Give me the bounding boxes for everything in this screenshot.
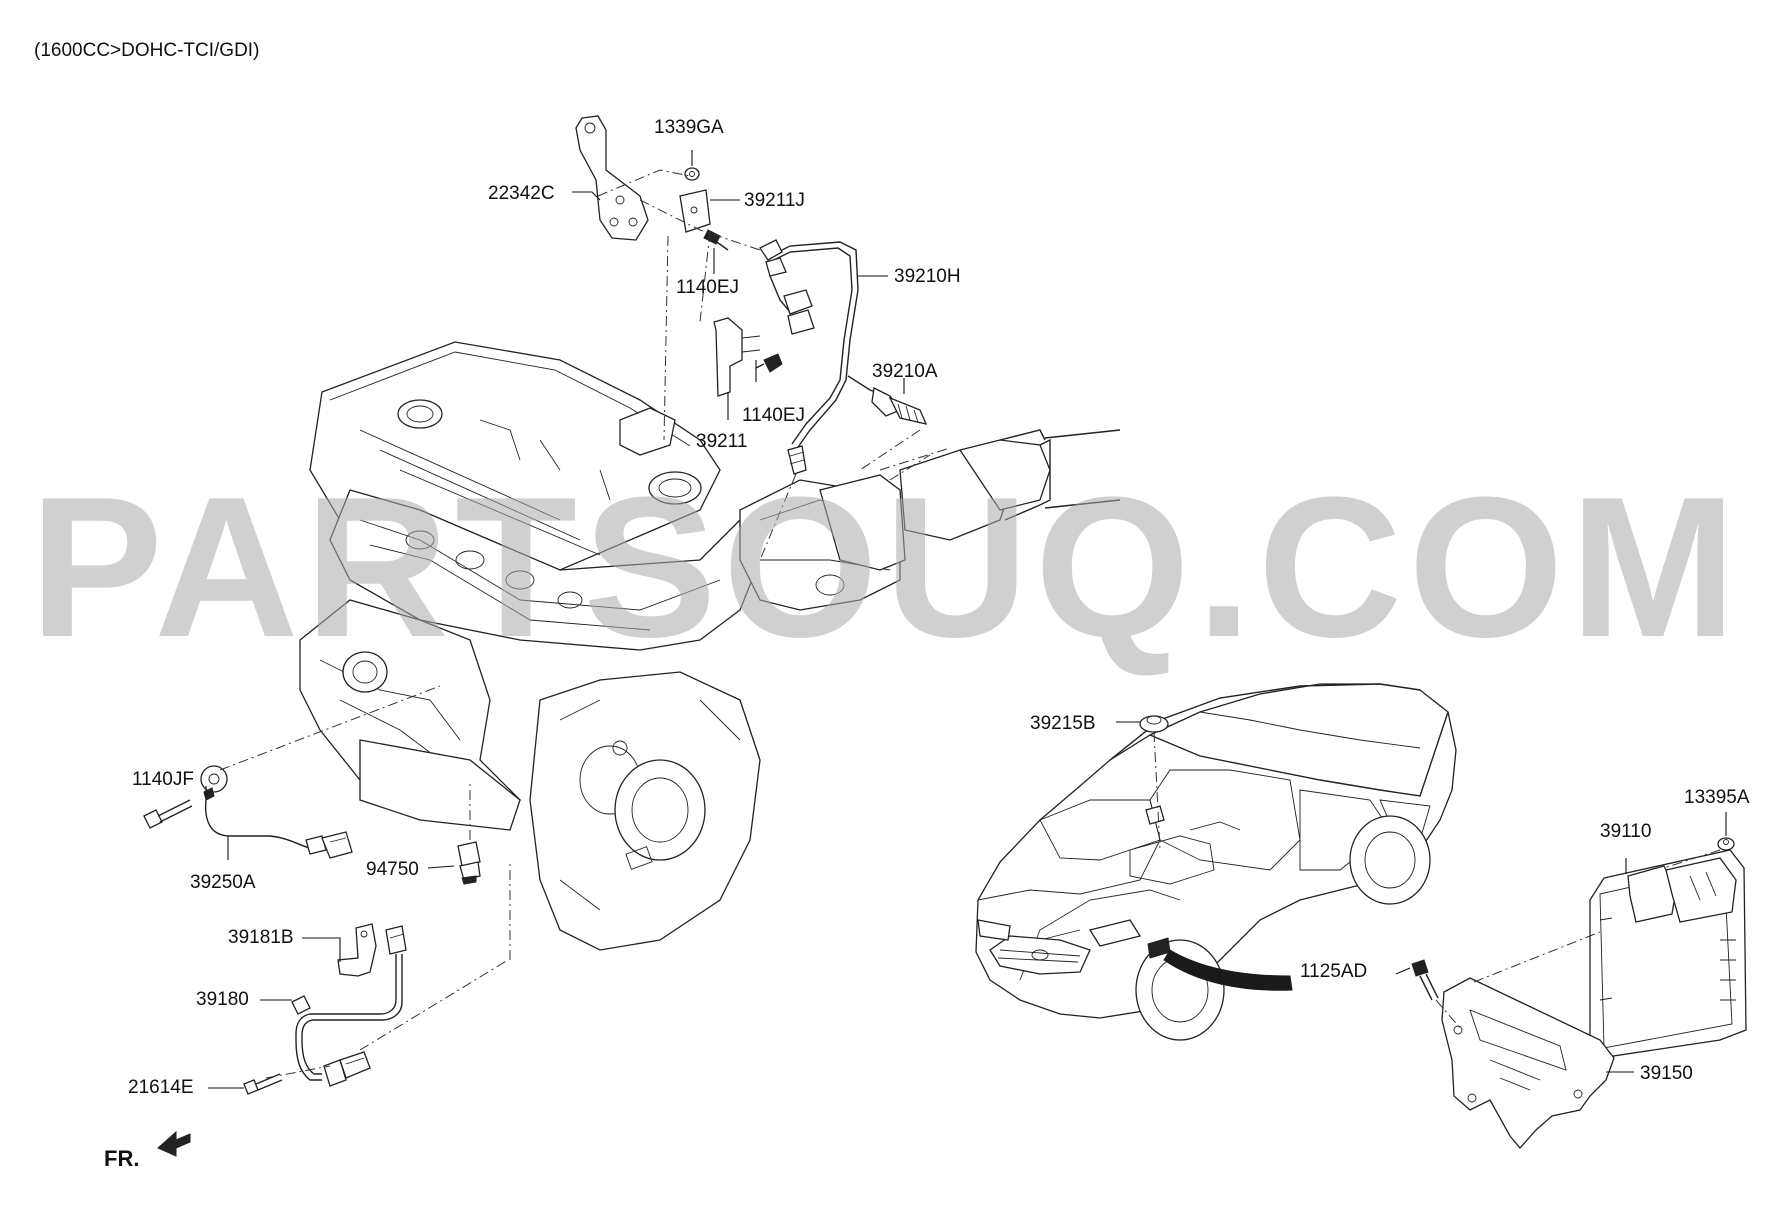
engine-assembly xyxy=(299,341,1121,951)
part-label-1140JF: 1140JF xyxy=(132,769,194,790)
part-label-1140EJ-upper: 1140EJ xyxy=(676,277,740,298)
part-label-39210H: 39210H xyxy=(894,266,961,287)
vehicle-illustration xyxy=(975,683,1457,1041)
o2-sensor-group xyxy=(575,115,928,561)
part-label-39110: 39110 xyxy=(1600,821,1652,842)
part-label-39250A: 39250A xyxy=(190,872,256,893)
part-label-39180: 39180 xyxy=(196,989,249,1010)
part-label-39181B: 39181B xyxy=(228,927,294,948)
knock-and-crank-sensors xyxy=(143,685,511,1157)
part-label-39210A: 39210A xyxy=(872,361,938,382)
part-label-13395A: 13395A xyxy=(1684,787,1750,808)
part-label-22342C: 22342C xyxy=(488,183,555,204)
leader-lines xyxy=(205,150,1727,1089)
front-direction-label: FR. xyxy=(104,1146,140,1171)
part-label-21614E: 21614E xyxy=(128,1077,194,1098)
part-label-1125AD: 1125AD xyxy=(1300,961,1368,982)
part-label-39215B: 39215B xyxy=(1030,713,1096,734)
ecu-assembly xyxy=(1411,837,1747,1149)
part-label-39150: 39150 xyxy=(1640,1063,1693,1084)
part-label-1140EJ-lower: 1140EJ xyxy=(742,405,806,426)
part-label-94750: 94750 xyxy=(366,859,419,880)
engine-spec-header: (1600CC>DOHC-TCI/GDI) xyxy=(34,40,260,61)
part-label-39211: 39211 xyxy=(696,431,748,452)
part-label-1339GA: 1339GA xyxy=(654,117,724,138)
part-label-39211J: 39211J xyxy=(744,190,805,211)
